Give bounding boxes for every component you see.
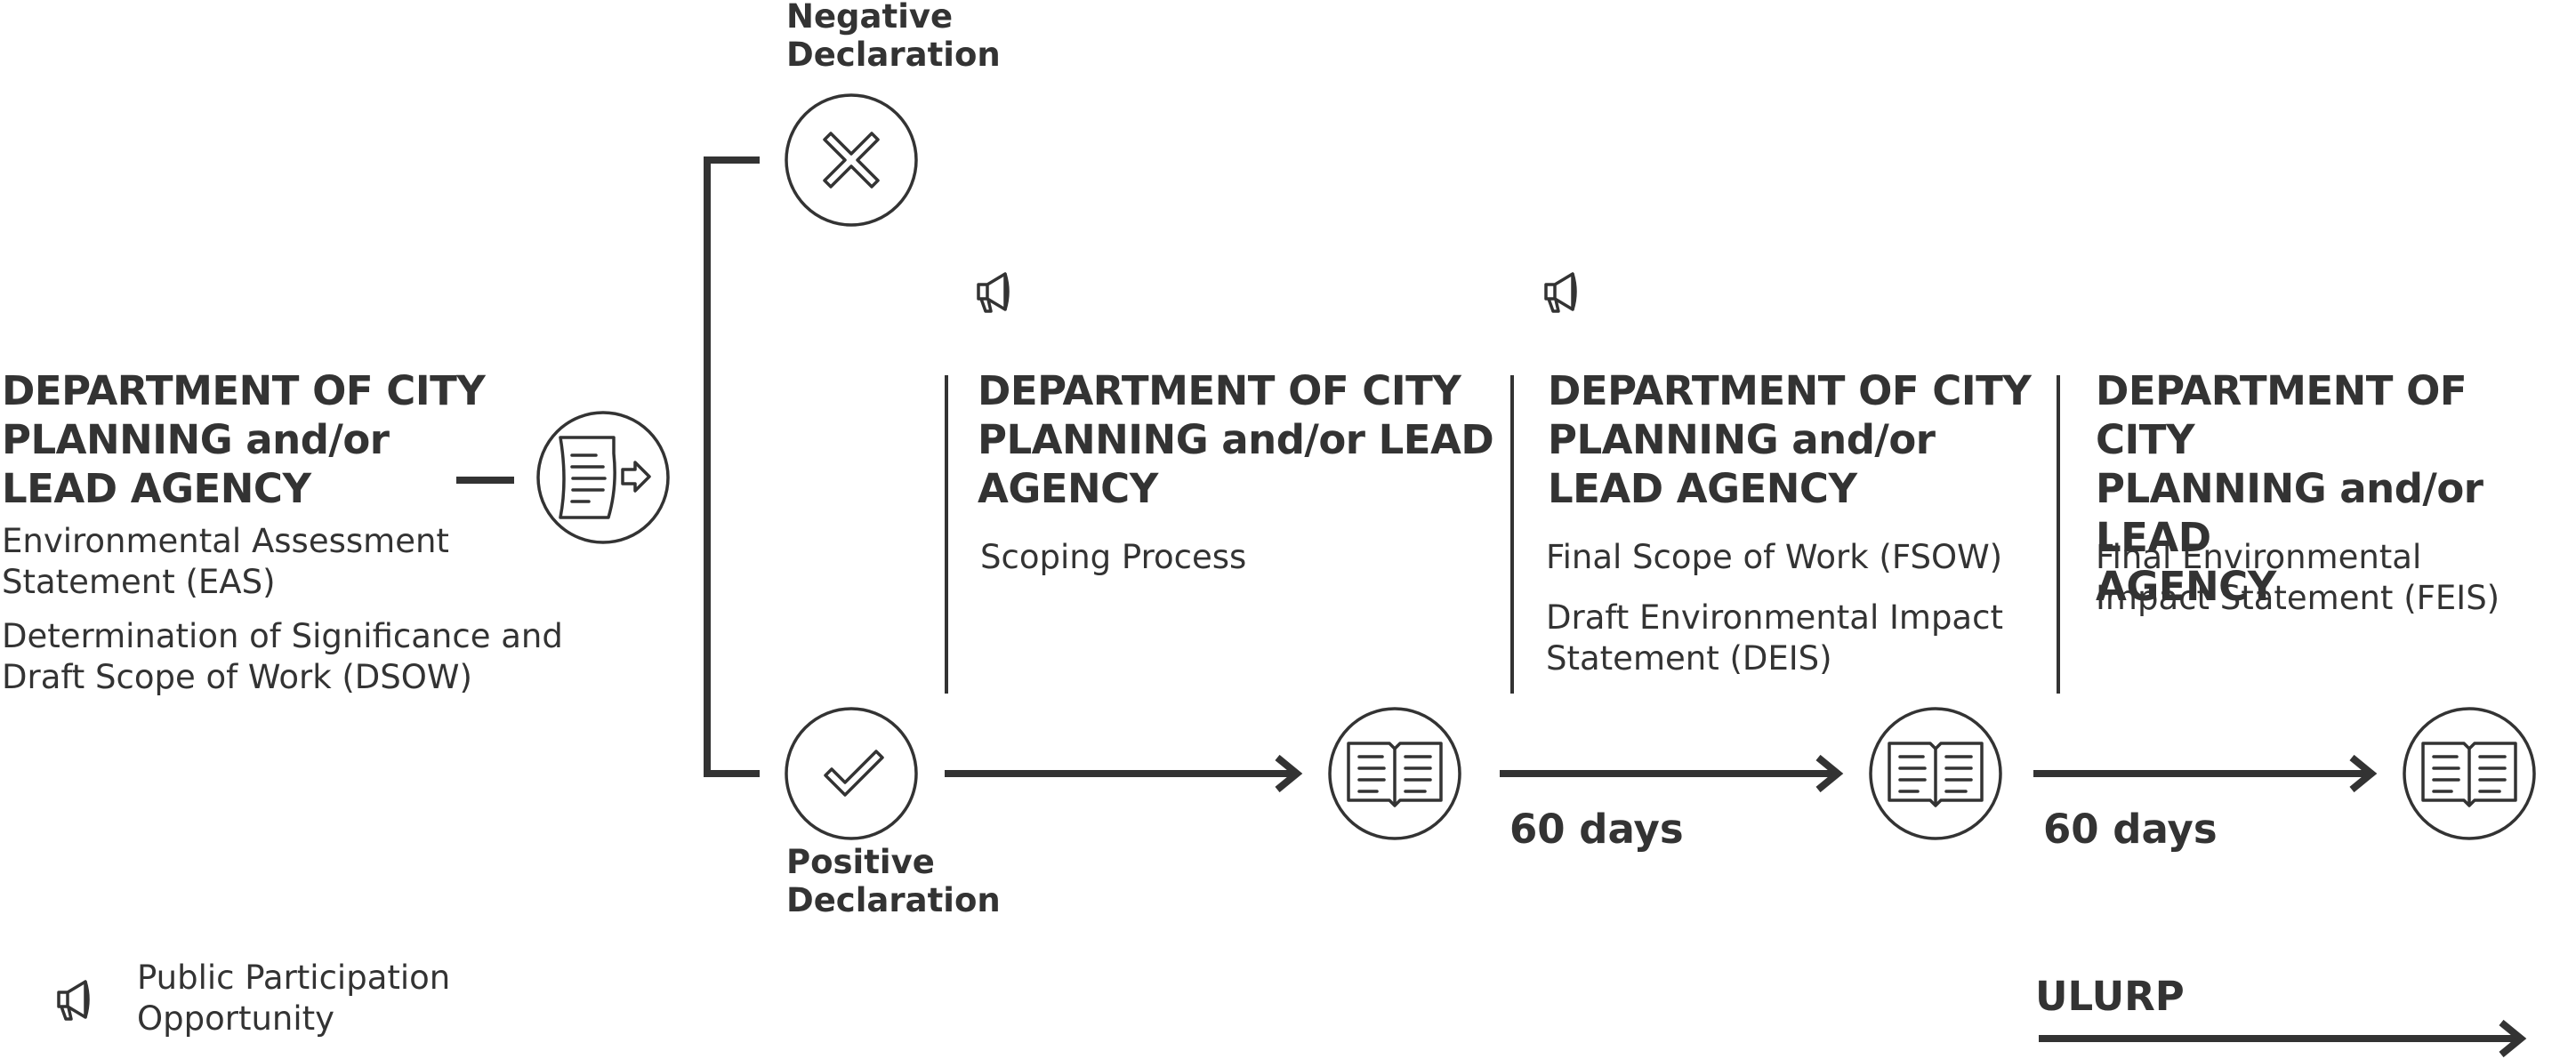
x-mark-icon bbox=[785, 93, 918, 227]
stage-item: Determination of Significance and Draft … bbox=[2, 617, 563, 696]
arrows bbox=[945, 754, 2527, 1058]
arrow-deis bbox=[1500, 754, 1844, 793]
positive-declaration-label: Positive Declaration bbox=[786, 843, 1001, 919]
megaphone-icon bbox=[1544, 272, 1577, 313]
negative-declaration-label: Negative Declaration bbox=[786, 0, 1001, 74]
stage-item: Draft Environmental Impact Statement (DE… bbox=[1546, 598, 2003, 678]
stage-heading: DEPARTMENT OF CITY PLANNING and/or LEAD … bbox=[978, 367, 1494, 512]
megaphone-icon bbox=[977, 272, 1010, 313]
arrow-scoping bbox=[945, 754, 1303, 793]
open-book-icon bbox=[1328, 707, 1461, 840]
stage-heading: DEPARTMENT OF CITY PLANNING and/or LEAD … bbox=[1548, 367, 2032, 512]
flow-lines bbox=[456, 156, 2060, 777]
stage-item: Scoping Process bbox=[980, 538, 1247, 576]
stage-heading: DEPARTMENT OF CITY PLANNING and/or LEAD … bbox=[2, 367, 486, 512]
document-send-icon bbox=[536, 411, 670, 544]
arrow-feis bbox=[2033, 754, 2378, 793]
open-book-icon bbox=[2403, 707, 2536, 840]
legend-label: Public Participation Opportunity bbox=[137, 959, 451, 1038]
duration-label: 60 days bbox=[1509, 806, 1684, 853]
stage-heading: DEPARTMENT OF CITY PLANNING and/or LEAD … bbox=[2096, 367, 2483, 610]
check-mark-icon bbox=[785, 707, 918, 840]
stage-item: Environmental Assessment Statement (EAS) bbox=[2, 522, 449, 601]
stage-item: Final Environmental Impact Statement (FE… bbox=[2096, 538, 2500, 617]
stage-item: Final Scope of Work (FSOW) bbox=[1546, 538, 2003, 576]
megaphone-icon bbox=[57, 980, 90, 1021]
decision-bracket bbox=[704, 156, 760, 777]
ulurp-label: ULURP bbox=[2035, 973, 2185, 1020]
arrow-ulurp bbox=[2039, 1019, 2527, 1058]
open-book-icon bbox=[1869, 707, 2002, 840]
duration-label: 60 days bbox=[2043, 806, 2218, 853]
